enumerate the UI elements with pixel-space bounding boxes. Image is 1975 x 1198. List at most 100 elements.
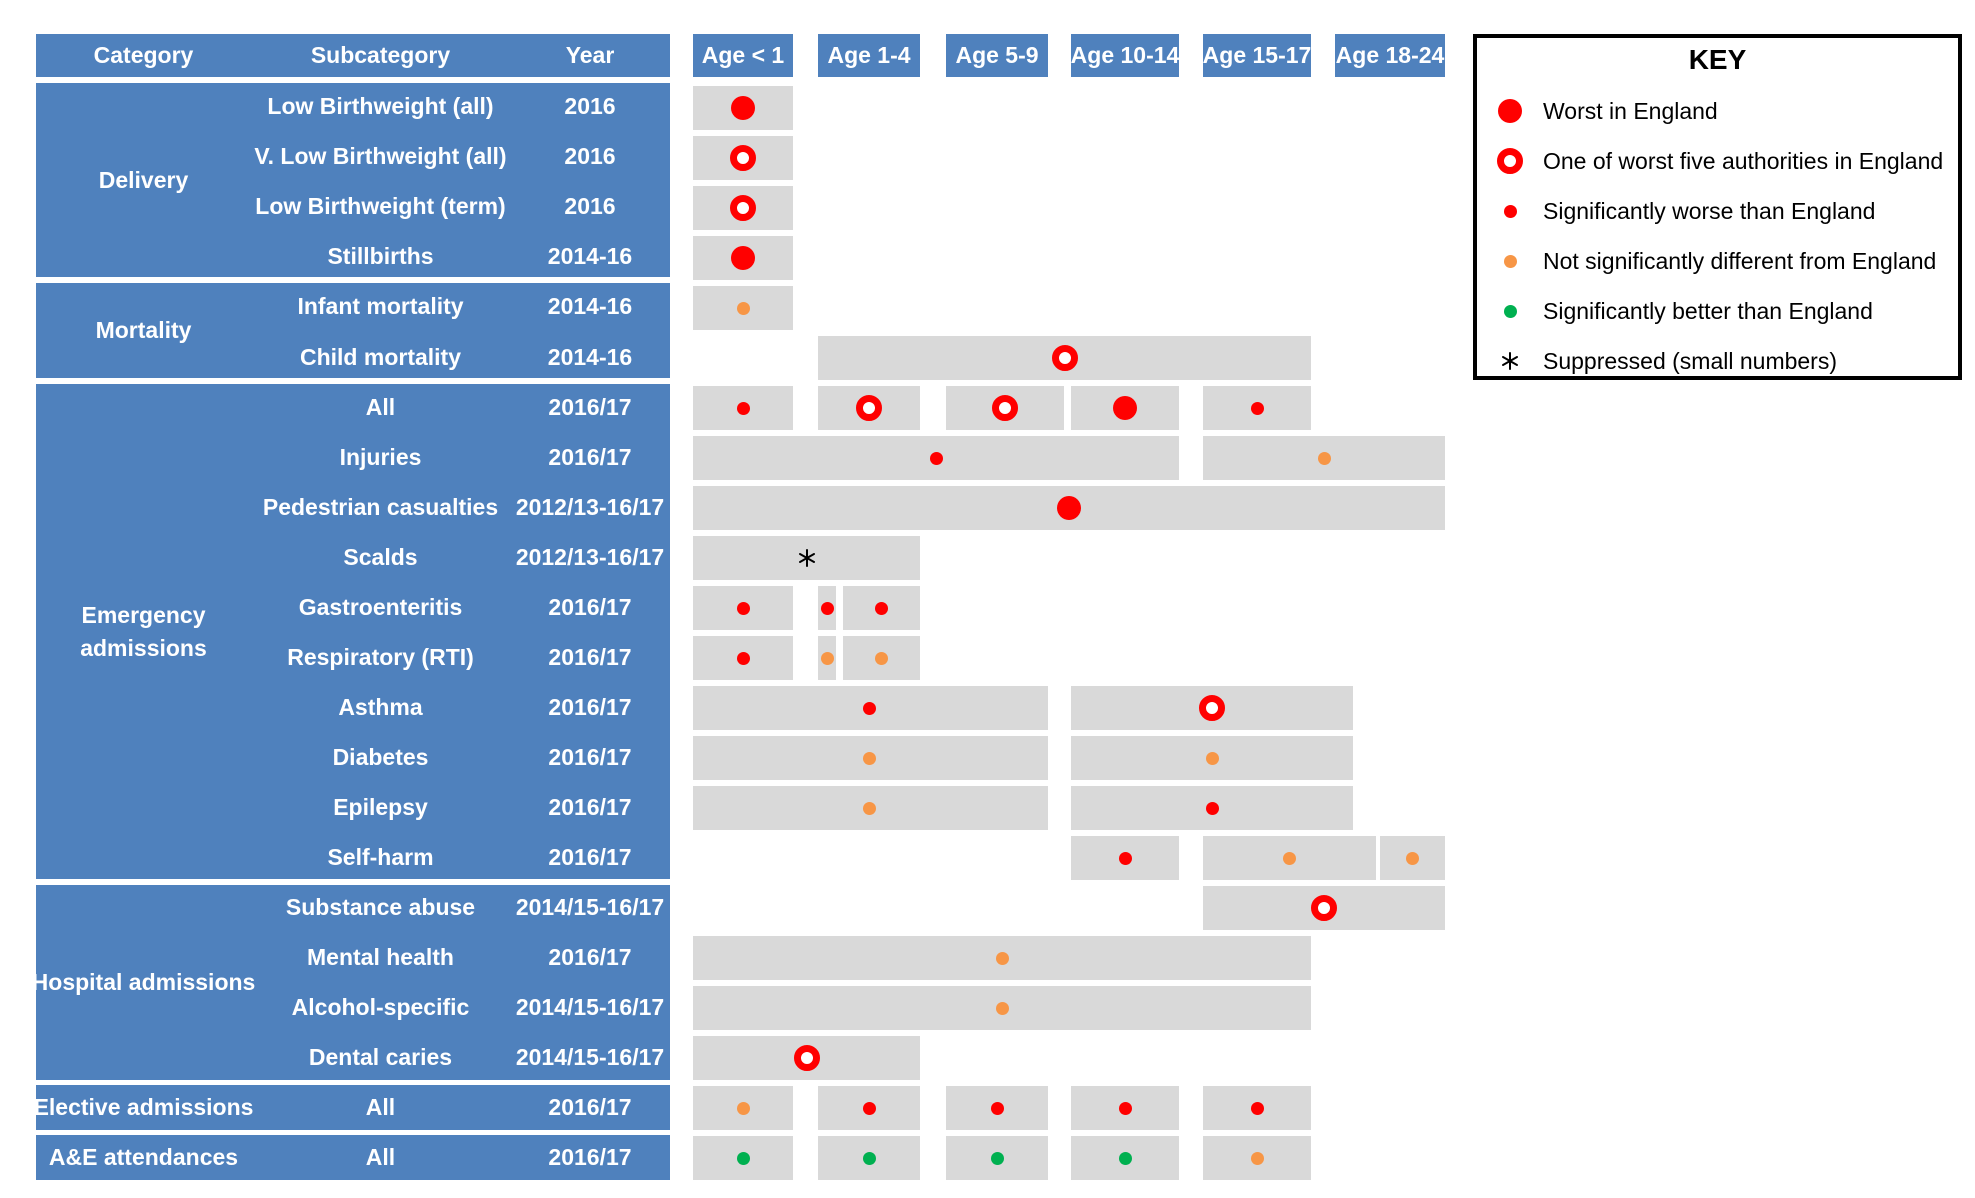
marker-worst5: [856, 395, 882, 421]
marker-sig-worse: [1118, 1101, 1132, 1115]
row-year: 2016/17: [548, 1093, 632, 1120]
row-subcategory: Infant mortality: [297, 292, 464, 319]
marker-sig-worse: [862, 1101, 876, 1115]
header-age-under-1: Age < 1: [693, 34, 793, 77]
key-marker-suppressed: [1499, 350, 1521, 372]
key-label: Significantly worse than England: [1543, 198, 1876, 224]
marker-sig-worse: [875, 601, 888, 615]
header-year: Year: [510, 34, 670, 77]
row-year: 2016/17: [548, 943, 632, 970]
key-marker-worst5: [1497, 148, 1523, 174]
marker-sig-worse: [1118, 851, 1132, 865]
marker-sig-worse: [736, 401, 750, 415]
key-label: One of worst five authorities in England: [1543, 148, 1944, 174]
marker-not-sig: [875, 651, 888, 665]
row-subcategory: Gastroenteritis: [298, 593, 463, 620]
key-label: Worst in England: [1543, 98, 1718, 124]
marker-worst: [731, 96, 755, 120]
row-subcategory: All: [365, 1093, 396, 1120]
row-year: 2016/17: [548, 843, 632, 870]
category-label-mortality: Mortality: [95, 317, 192, 343]
row-year: 2014/15-16/17: [515, 893, 665, 920]
marker-not-sig: [995, 951, 1009, 965]
key-marker-worst: [1498, 99, 1522, 123]
marker-worst: [1057, 496, 1081, 520]
row-subcategory: Child mortality: [299, 343, 461, 370]
marker-sig-better: [736, 1151, 750, 1165]
marker-not-sig: [995, 1001, 1009, 1015]
category-label-delivery: Delivery: [98, 166, 189, 193]
category-block-delivery: [36, 83, 670, 277]
row-year: 2016/17: [548, 743, 632, 770]
marker-sig-worse: [1250, 401, 1264, 415]
marker-not-sig: [1317, 451, 1331, 465]
row-subcategory: All: [365, 1143, 396, 1170]
row-year: 2014-16: [547, 343, 633, 370]
row-subcategory: Scalds: [343, 543, 418, 570]
row-year: 2016: [564, 92, 616, 119]
key-marker-not-sig: [1503, 254, 1517, 268]
row-year: 2016/17: [548, 693, 632, 720]
row-subcategory: Stillbirths: [327, 242, 434, 269]
category-label-elective: Elective admissions: [33, 1094, 254, 1120]
key-label: Not significantly different from England: [1543, 248, 1937, 274]
row-year: 2014-16: [547, 242, 633, 269]
marker-worst5: [1311, 895, 1337, 921]
marker-sig-worse: [1205, 801, 1219, 815]
marker-sig-worse: [929, 451, 943, 465]
category-block-hospital: [36, 885, 670, 1080]
header-age-10-14: Age 10-14: [1071, 34, 1179, 77]
row-subcategory: All: [365, 393, 396, 420]
key-label: Significantly better than England: [1543, 298, 1873, 324]
row-subcategory: V. Low Birthweight (all): [254, 142, 507, 169]
marker-sig-worse: [736, 651, 750, 665]
row-subcategory: Respiratory (RTI): [287, 643, 474, 670]
row-year: 2014/15-16/17: [515, 1043, 665, 1070]
row-year: 2016/17: [548, 793, 632, 820]
row-subcategory: Alcohol-specific: [291, 993, 470, 1020]
row-year: 2014-16: [547, 292, 633, 319]
category-block-mortality: [36, 283, 670, 378]
key-label: Suppressed (small numbers): [1543, 348, 1838, 374]
header-age-5-9: Age 5-9: [946, 34, 1048, 77]
category-label-emergency: Emergency admissions: [80, 601, 207, 661]
category-block-elective: [36, 1085, 670, 1130]
marker-not-sig: [1205, 751, 1219, 765]
category-label-ae: A&E attendances: [48, 1144, 239, 1170]
marker-sig-worse: [820, 601, 834, 615]
row-year: 2016/17: [548, 643, 632, 670]
marker-sig-better: [862, 1151, 876, 1165]
row-subcategory: Self-harm: [327, 843, 434, 870]
row-subcategory: Diabetes: [332, 743, 429, 770]
row-subcategory: Low Birthweight (all): [267, 92, 494, 119]
row-subcategory: Substance abuse: [285, 893, 476, 920]
marker-not-sig: [736, 301, 750, 315]
marker-worst5: [992, 395, 1018, 421]
marker-worst5: [1199, 695, 1225, 721]
row-subcategory: Epilepsy: [333, 793, 428, 820]
marker-worst: [731, 246, 755, 270]
row-subcategory: Low Birthweight (term): [255, 192, 506, 219]
marker-not-sig: [862, 801, 876, 815]
row-year: 2016/17: [548, 1143, 632, 1170]
marker-worst: [1113, 396, 1137, 420]
row-year: 2016/17: [548, 443, 632, 470]
row-subcategory: Asthma: [338, 693, 423, 720]
marker-sig-worse: [736, 601, 750, 615]
marker-sig-better: [1118, 1151, 1132, 1165]
key-title: KEY: [1688, 44, 1747, 75]
marker-suppressed: [796, 547, 818, 569]
marker-sig-worse: [990, 1101, 1004, 1115]
row-year: 2016/17: [548, 593, 632, 620]
category-block-ae: [36, 1135, 670, 1180]
header-age-15-17: Age 15-17: [1203, 34, 1311, 77]
marker-worst5: [730, 145, 756, 171]
row-year: 2016: [564, 192, 616, 219]
row-subcategory: Mental health: [307, 943, 454, 970]
marker-worst5: [1051, 345, 1078, 371]
marker-sig-worse: [1250, 1101, 1264, 1115]
key-marker-sig-worse: [1503, 204, 1517, 218]
marker-not-sig: [862, 751, 876, 765]
